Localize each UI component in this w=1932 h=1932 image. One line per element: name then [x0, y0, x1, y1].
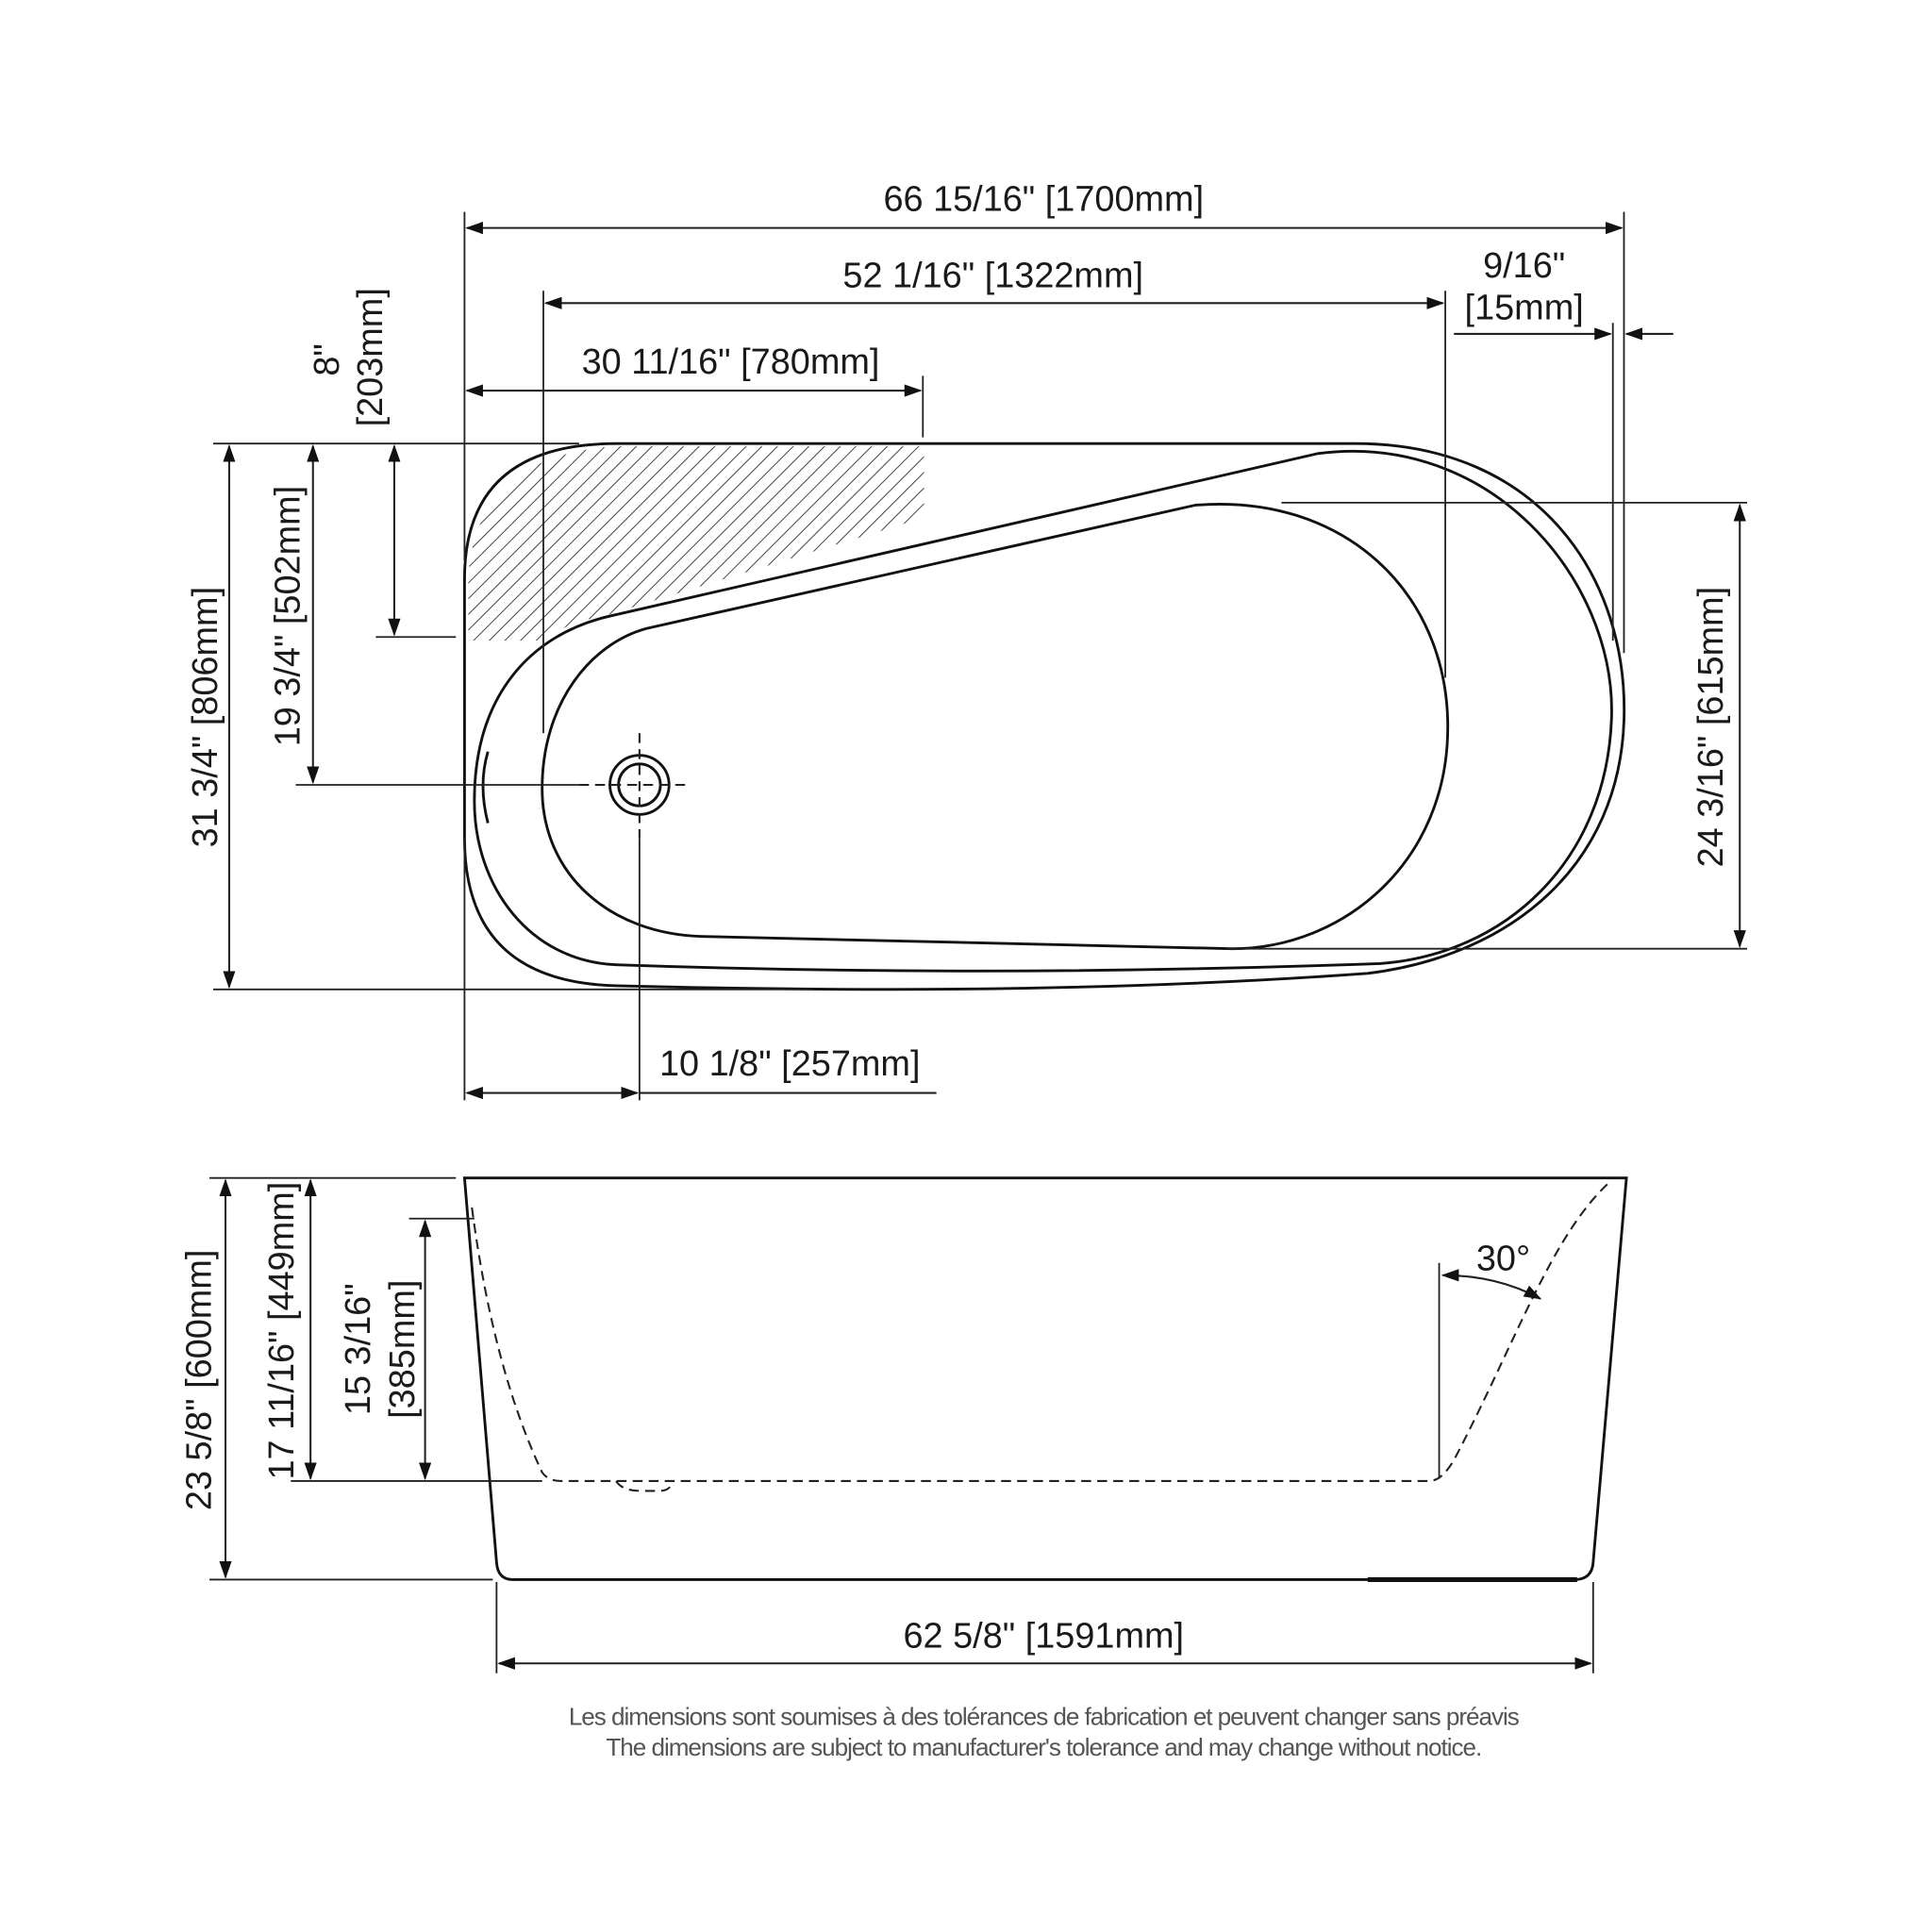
rim-offset-in-label: 9/16" [1483, 246, 1565, 286]
base-length-label: 62 5/8" [1591mm] [904, 1616, 1185, 1656]
overflow-height-in-label: 15 3/16" [339, 1283, 378, 1415]
tub-inner-profile [471, 1179, 1613, 1483]
inner-depth-label: 17 11/16" [449mm] [262, 1182, 302, 1480]
inner-length-label: 52 1/16" [1322mm] [842, 256, 1143, 295]
overall-length-label: 66 15/16" [1700mm] [883, 179, 1204, 219]
tub-side-outline [462, 1176, 1628, 1581]
tolerance-note-french: Les dimensions sont soumises à des tolér… [569, 1703, 1520, 1731]
backrest-angle-label: 30° [1476, 1240, 1530, 1279]
overflow-icon [481, 751, 490, 824]
tub-rim-outline [473, 449, 1613, 973]
tub-basin-outline [541, 503, 1450, 951]
overall-height-label: 23 5/8" [600mm] [179, 1250, 219, 1511]
inner-width-label: 24 3/16" [615mm] [1691, 587, 1731, 868]
side-view: 30° 23 5/8" [600mm] 17 11/16" [449mm] 15… [179, 1176, 1628, 1674]
angle-arc [1441, 1269, 1542, 1300]
drain-from-top-label: 19 3/4" [502mm] [268, 486, 308, 747]
overall-width-label: 31 3/4" [806mm] [186, 587, 225, 848]
backrest-length-label: 30 11/16" [780mm] [582, 342, 880, 382]
drain-from-left-label: 10 1/8" [257mm] [659, 1044, 921, 1084]
top-view: 66 15/16" [1700mm] 52 1/16" [1322mm] 30 … [186, 179, 1748, 1101]
overflow-height-mm-label: [385mm] [383, 1280, 423, 1419]
backrest-depth-in-label: 8" [308, 343, 347, 376]
rim-offset-mm-label: [15mm] [1465, 288, 1584, 327]
backrest-depth-mm-label: [203mm] [351, 288, 391, 426]
tolerance-note-english: The dimensions are subject to manufactur… [606, 1733, 1481, 1761]
